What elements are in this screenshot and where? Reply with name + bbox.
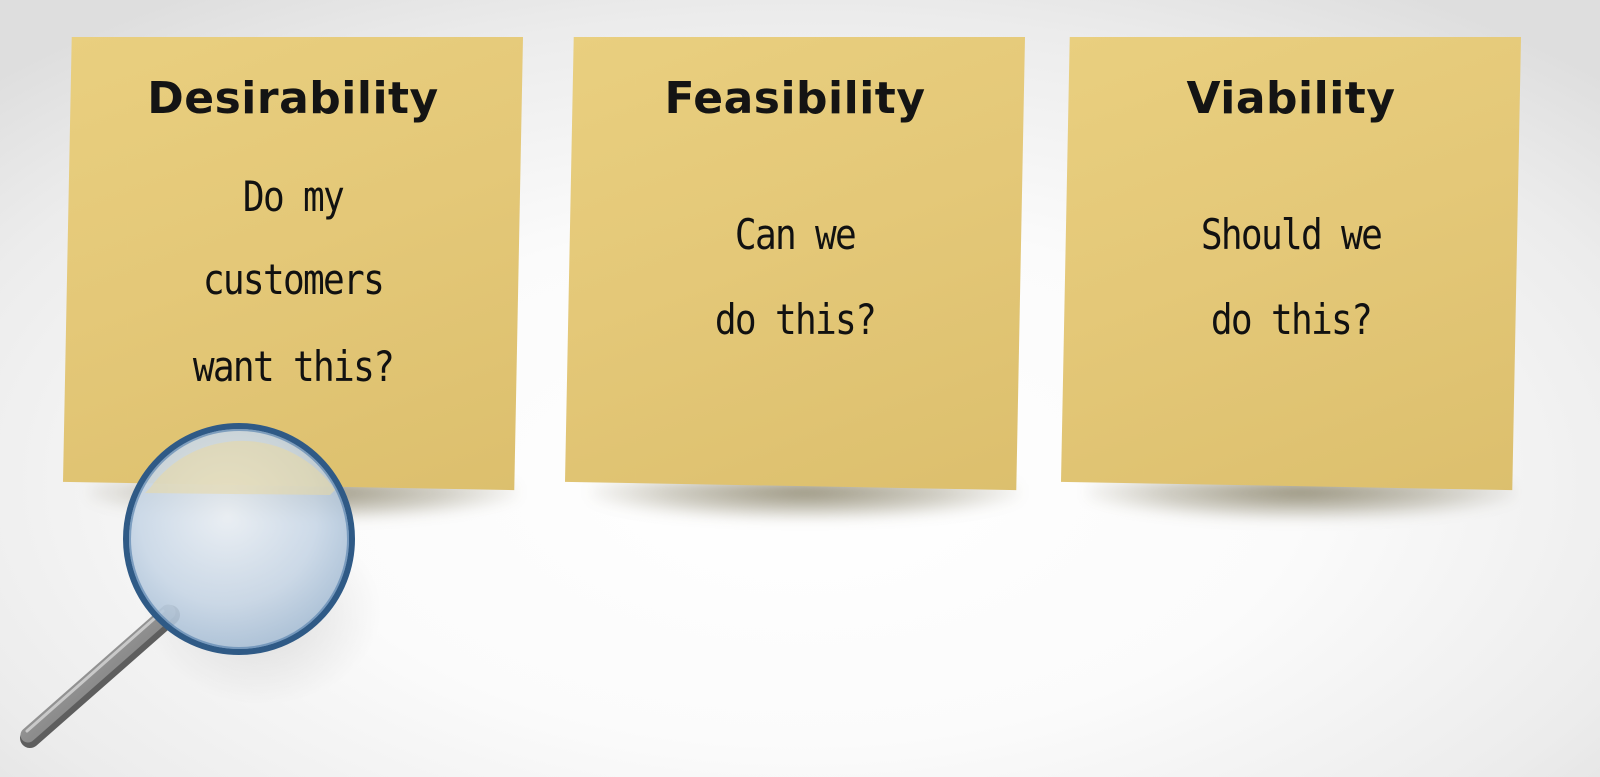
note-title: Desirability	[147, 73, 439, 124]
note-question-line: Can we	[734, 210, 857, 259]
magnifier-handle	[20, 604, 180, 748]
note-question-line: Should we	[1200, 210, 1383, 259]
sticky-note-viability: Viability Should we do this?	[1061, 37, 1521, 491]
note-question-line: do this?	[1210, 295, 1373, 344]
note-question-line: do this?	[714, 295, 877, 344]
note-question-line: want this?	[192, 342, 395, 391]
note-question-line: customers	[202, 255, 385, 304]
note-question-line: Do my	[242, 172, 345, 221]
sticky-note-desirability: Desirability Do my customers want this?	[63, 37, 523, 491]
lens-shadow	[142, 515, 382, 705]
note-title: Feasibility	[664, 73, 926, 124]
note-title: Viability	[1186, 73, 1396, 124]
sticky-note-feasibility: Feasibility Can we do this?	[565, 37, 1025, 491]
